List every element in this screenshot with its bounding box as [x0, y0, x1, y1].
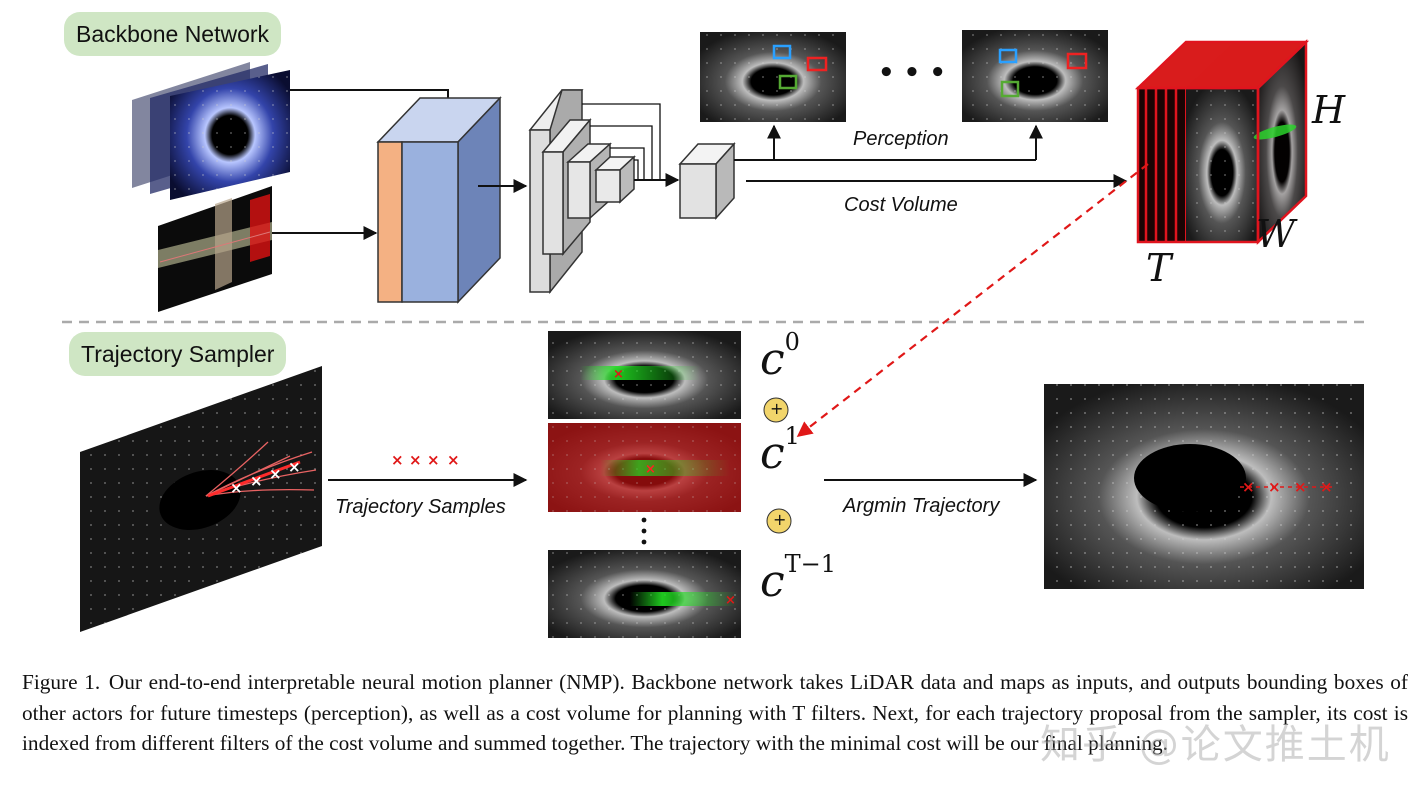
- backbone-network-tag: Backbone Network: [64, 12, 282, 56]
- svg-text:×: ×: [725, 593, 736, 608]
- horizontal-ellipsis: • • •: [878, 58, 946, 88]
- map-input: [158, 186, 272, 312]
- feature-pyramid: [528, 89, 636, 295]
- svg-text:×: ×: [250, 472, 263, 490]
- caption-text: Our end-to-end interpretable neural moti…: [22, 670, 1409, 755]
- plus-sign-2: +: [773, 510, 787, 529]
- cost-map-ct: ×: [548, 550, 741, 638]
- axis-w-label: W: [1256, 212, 1296, 256]
- cost-volume-label: Cost Volume: [844, 194, 958, 216]
- plus-symbol-1: [763, 397, 789, 423]
- perception-frame-last: [962, 30, 1108, 122]
- sampler-frame: × × × ×: [80, 366, 322, 632]
- figure-label: Figure 1.: [22, 670, 101, 694]
- figure-caption: Figure 1. Our end-to-end interpretable n…: [22, 667, 1408, 759]
- cost-map-c0: ×: [548, 331, 741, 419]
- index-arrow: [796, 163, 1149, 437]
- svg-text:×: ×: [447, 451, 460, 469]
- svg-text:×: ×: [391, 451, 404, 469]
- backbone-block: [376, 96, 502, 304]
- blue-layer: [401, 141, 459, 303]
- svg-text:×: ×: [409, 451, 422, 469]
- figure-canvas: × × × × × × × × × × ×: [62, 30, 1366, 638]
- trajectory-sampler-tag: Trajectory Sampler: [69, 332, 287, 376]
- perception-frame-first: [700, 32, 846, 122]
- plus-sign-1: +: [770, 399, 784, 418]
- vertical-ellipsis: [641, 517, 647, 545]
- sample-markers: × × × ×: [391, 451, 460, 469]
- plus-symbol-2: [766, 508, 792, 534]
- trajectory-samples-label: Trajectory Samples: [335, 496, 506, 518]
- cost-map-c1: ×: [548, 423, 741, 512]
- orange-layer: [377, 141, 403, 303]
- svg-text:×: ×: [645, 462, 656, 477]
- header-cube: [678, 142, 736, 220]
- svg-text:×: ×: [1294, 478, 1307, 496]
- svg-text:×: ×: [288, 458, 301, 476]
- watermark: 知乎 @论文推土机: [1040, 722, 1391, 768]
- svg-text:×: ×: [427, 451, 440, 469]
- svg-text:×: ×: [230, 479, 243, 497]
- perception-label: Perception: [853, 128, 949, 150]
- axis-t-label: T: [1146, 246, 1172, 290]
- cost-term-c1: c1: [760, 422, 800, 479]
- argmin-trajectory-label: Argmin Trajectory: [843, 495, 1000, 517]
- lidar-input-stack: [132, 62, 290, 200]
- output-frame: × × × ×: [1044, 384, 1364, 589]
- svg-text:×: ×: [269, 465, 282, 483]
- cost-term-c0: c0: [760, 328, 800, 385]
- axis-h-label: H: [1312, 88, 1346, 132]
- skip-connections: [582, 103, 661, 180]
- cost-term-ct: cT−1: [760, 550, 837, 607]
- figure: × × × × × × × × × × ×: [62, 12, 1366, 638]
- svg-text:×: ×: [613, 367, 624, 382]
- svg-text:×: ×: [1320, 478, 1333, 496]
